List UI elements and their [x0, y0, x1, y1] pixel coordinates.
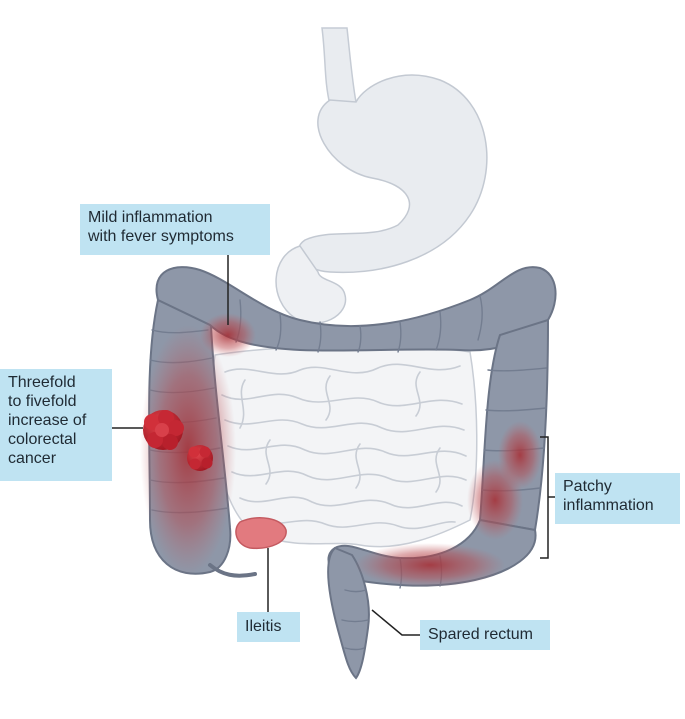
tumor-large	[143, 410, 184, 450]
esophagus	[321, 27, 357, 106]
label-ileitis: Ileitis	[237, 612, 300, 642]
inflammation-hepatic-flexure	[200, 313, 256, 357]
label-cancer-risk-line3: increase of	[8, 412, 87, 429]
duodenum	[275, 245, 347, 324]
leader-lines	[112, 255, 555, 636]
stomach	[297, 74, 488, 274]
label-spared-rectum: Spared rectum	[420, 620, 550, 650]
label-mild-inflammation: Mild inflammation with fever symptoms	[80, 204, 270, 255]
leader-spared-rectum	[371, 609, 420, 636]
label-mild-inflammation-line1: Mild inflammation	[88, 209, 213, 226]
ileitis-segment	[235, 517, 287, 550]
inflammation-ascending-colon	[140, 325, 236, 575]
label-mild-inflammation-line2: with fever symptoms	[88, 228, 234, 245]
inflammation-descending-lower	[467, 460, 523, 540]
label-cancer-risk-line4: colorectal	[8, 431, 77, 448]
tumor-small	[187, 445, 213, 471]
label-cancer-risk-line5: cancer	[8, 450, 57, 467]
small-intestine	[211, 345, 478, 548]
inflammation-patches	[140, 313, 542, 587]
inflammation-sigmoid	[355, 543, 505, 587]
label-patchy-line1: Patchy	[563, 478, 612, 495]
label-cancer-risk-line2: to fivefold	[8, 393, 77, 410]
label-cancer-risk: Threefold to fivefold increase of colore…	[0, 369, 112, 481]
label-cancer-risk-line1: Threefold	[8, 374, 76, 391]
label-patchy-line2: inflammation	[563, 497, 654, 514]
label-patchy-inflammation: Patchy inflammation	[555, 473, 680, 524]
